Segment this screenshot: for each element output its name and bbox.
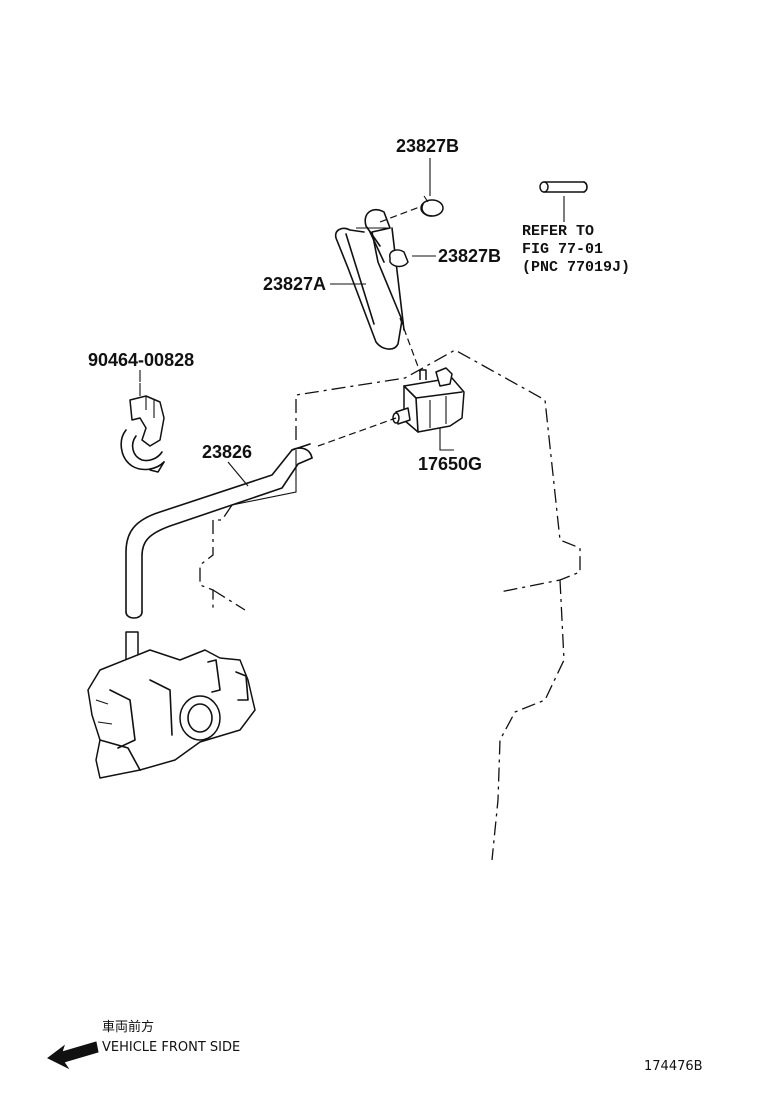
throttle-body-part [87,631,256,779]
reference-line-2: FIG 77-01 [522,241,603,258]
direction-english: VEHICLE FRONT SIDE [102,1040,240,1055]
callout-clamp-top: 23827B [396,136,459,156]
leader-lines [139,158,565,487]
vsv-17650G-part [392,367,465,433]
direction-japanese: 車両前方 [102,1019,154,1035]
figure-number: 174476B [644,1059,703,1074]
callout-vsv: 17650G [418,454,482,474]
arrow-left-icon [47,1041,99,1070]
reference-line-1: REFER TO [522,223,594,240]
clamp-top-part [420,195,444,217]
hose-clip-part [120,383,165,473]
hose-23827A-part [334,208,405,350]
pipe-reference-part [539,181,588,193]
engine-outline [199,349,581,861]
hose-23826-part [125,443,313,619]
callout-hose-upper: 23827A [263,274,326,294]
reference-line-3: (PNC 77019J) [522,259,630,276]
clamp-side-part [389,249,409,268]
callout-clamp-side: 23827B [438,246,501,266]
callout-clip: 90464-00828 [88,350,194,370]
vehicle-front-indicator: 車両前方 VEHICLE FRONT SIDE [47,1019,240,1070]
callout-hose-lower: 23826 [202,442,252,462]
